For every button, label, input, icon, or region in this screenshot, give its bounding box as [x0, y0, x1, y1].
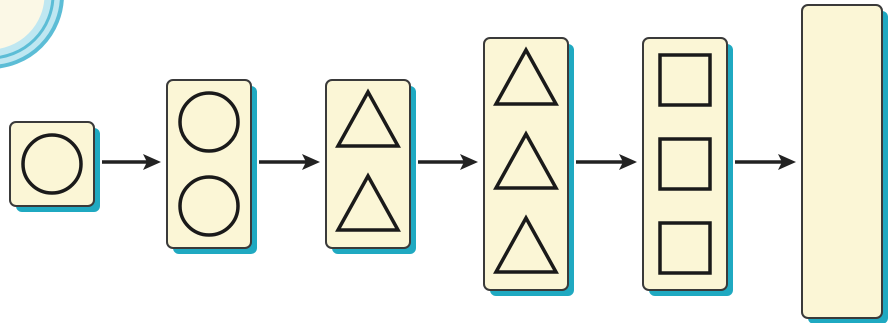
square-icon — [658, 221, 712, 275]
panel-2-circle — [166, 79, 257, 254]
square-icon — [658, 137, 712, 191]
triangle-icon — [493, 214, 559, 274]
arrow-right-icon — [418, 154, 478, 170]
triangle-icon — [335, 88, 401, 148]
panel-body — [325, 79, 411, 249]
triangle-icon — [493, 130, 559, 190]
panel-body — [801, 4, 883, 319]
circle-icon — [21, 133, 83, 195]
inner-disc — [0, 0, 48, 52]
panel-body — [483, 37, 569, 291]
panel-4-triangle — [483, 37, 574, 296]
concentric-rings-icon — [0, 0, 64, 69]
arrow-right-icon — [259, 154, 320, 170]
triangle-icon — [335, 172, 401, 232]
panel-1-circle — [9, 121, 100, 212]
sequence-panels — [9, 4, 888, 323]
panel-body — [642, 37, 728, 291]
panel-3-triangle — [325, 79, 416, 254]
panel-body — [166, 79, 252, 249]
triangle-icon — [493, 46, 559, 106]
arrow-right-icon — [102, 154, 161, 170]
panel-6-blank — [801, 4, 888, 323]
arrow-right-icon — [576, 154, 637, 170]
circle-icon — [178, 175, 240, 237]
circle-icon — [178, 91, 240, 153]
square-icon — [658, 53, 712, 107]
sequence-arrows — [102, 154, 796, 170]
panel-5-square — [642, 37, 733, 296]
arrow-right-icon — [735, 154, 796, 170]
